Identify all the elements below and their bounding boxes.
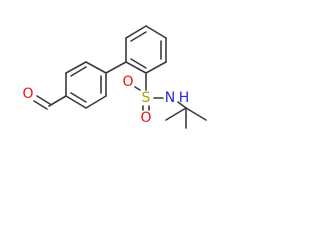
molecule-diagram: O O S O N H (0, 0, 238, 158)
biaryl-bond (105, 61, 127, 74)
left-ring (65, 61, 107, 109)
atom-n: N (165, 90, 175, 106)
atom-o-aldehyde: O (22, 86, 33, 102)
aldehyde-co-bond-2 (33, 100, 48, 110)
aldehyde-ring-bond (48, 95, 67, 107)
s-o-upper-bond (134, 86, 141, 91)
n-c-bond (177, 101, 187, 109)
right-ring (125, 25, 167, 74)
aldehyde-co-bond-1 (36, 95, 51, 105)
tbu-methyl-3 (185, 107, 207, 121)
atom-labels: O O S O N H (22, 74, 189, 126)
tbu-methyl-2 (165, 107, 187, 121)
bonds (33, 25, 207, 129)
atom-o-upper: O (122, 74, 133, 90)
structure-svg: O O S O N H (22, 25, 207, 129)
atom-o-lower: O (140, 110, 151, 126)
atom-h: H (179, 90, 190, 106)
atom-s: S (142, 90, 151, 106)
